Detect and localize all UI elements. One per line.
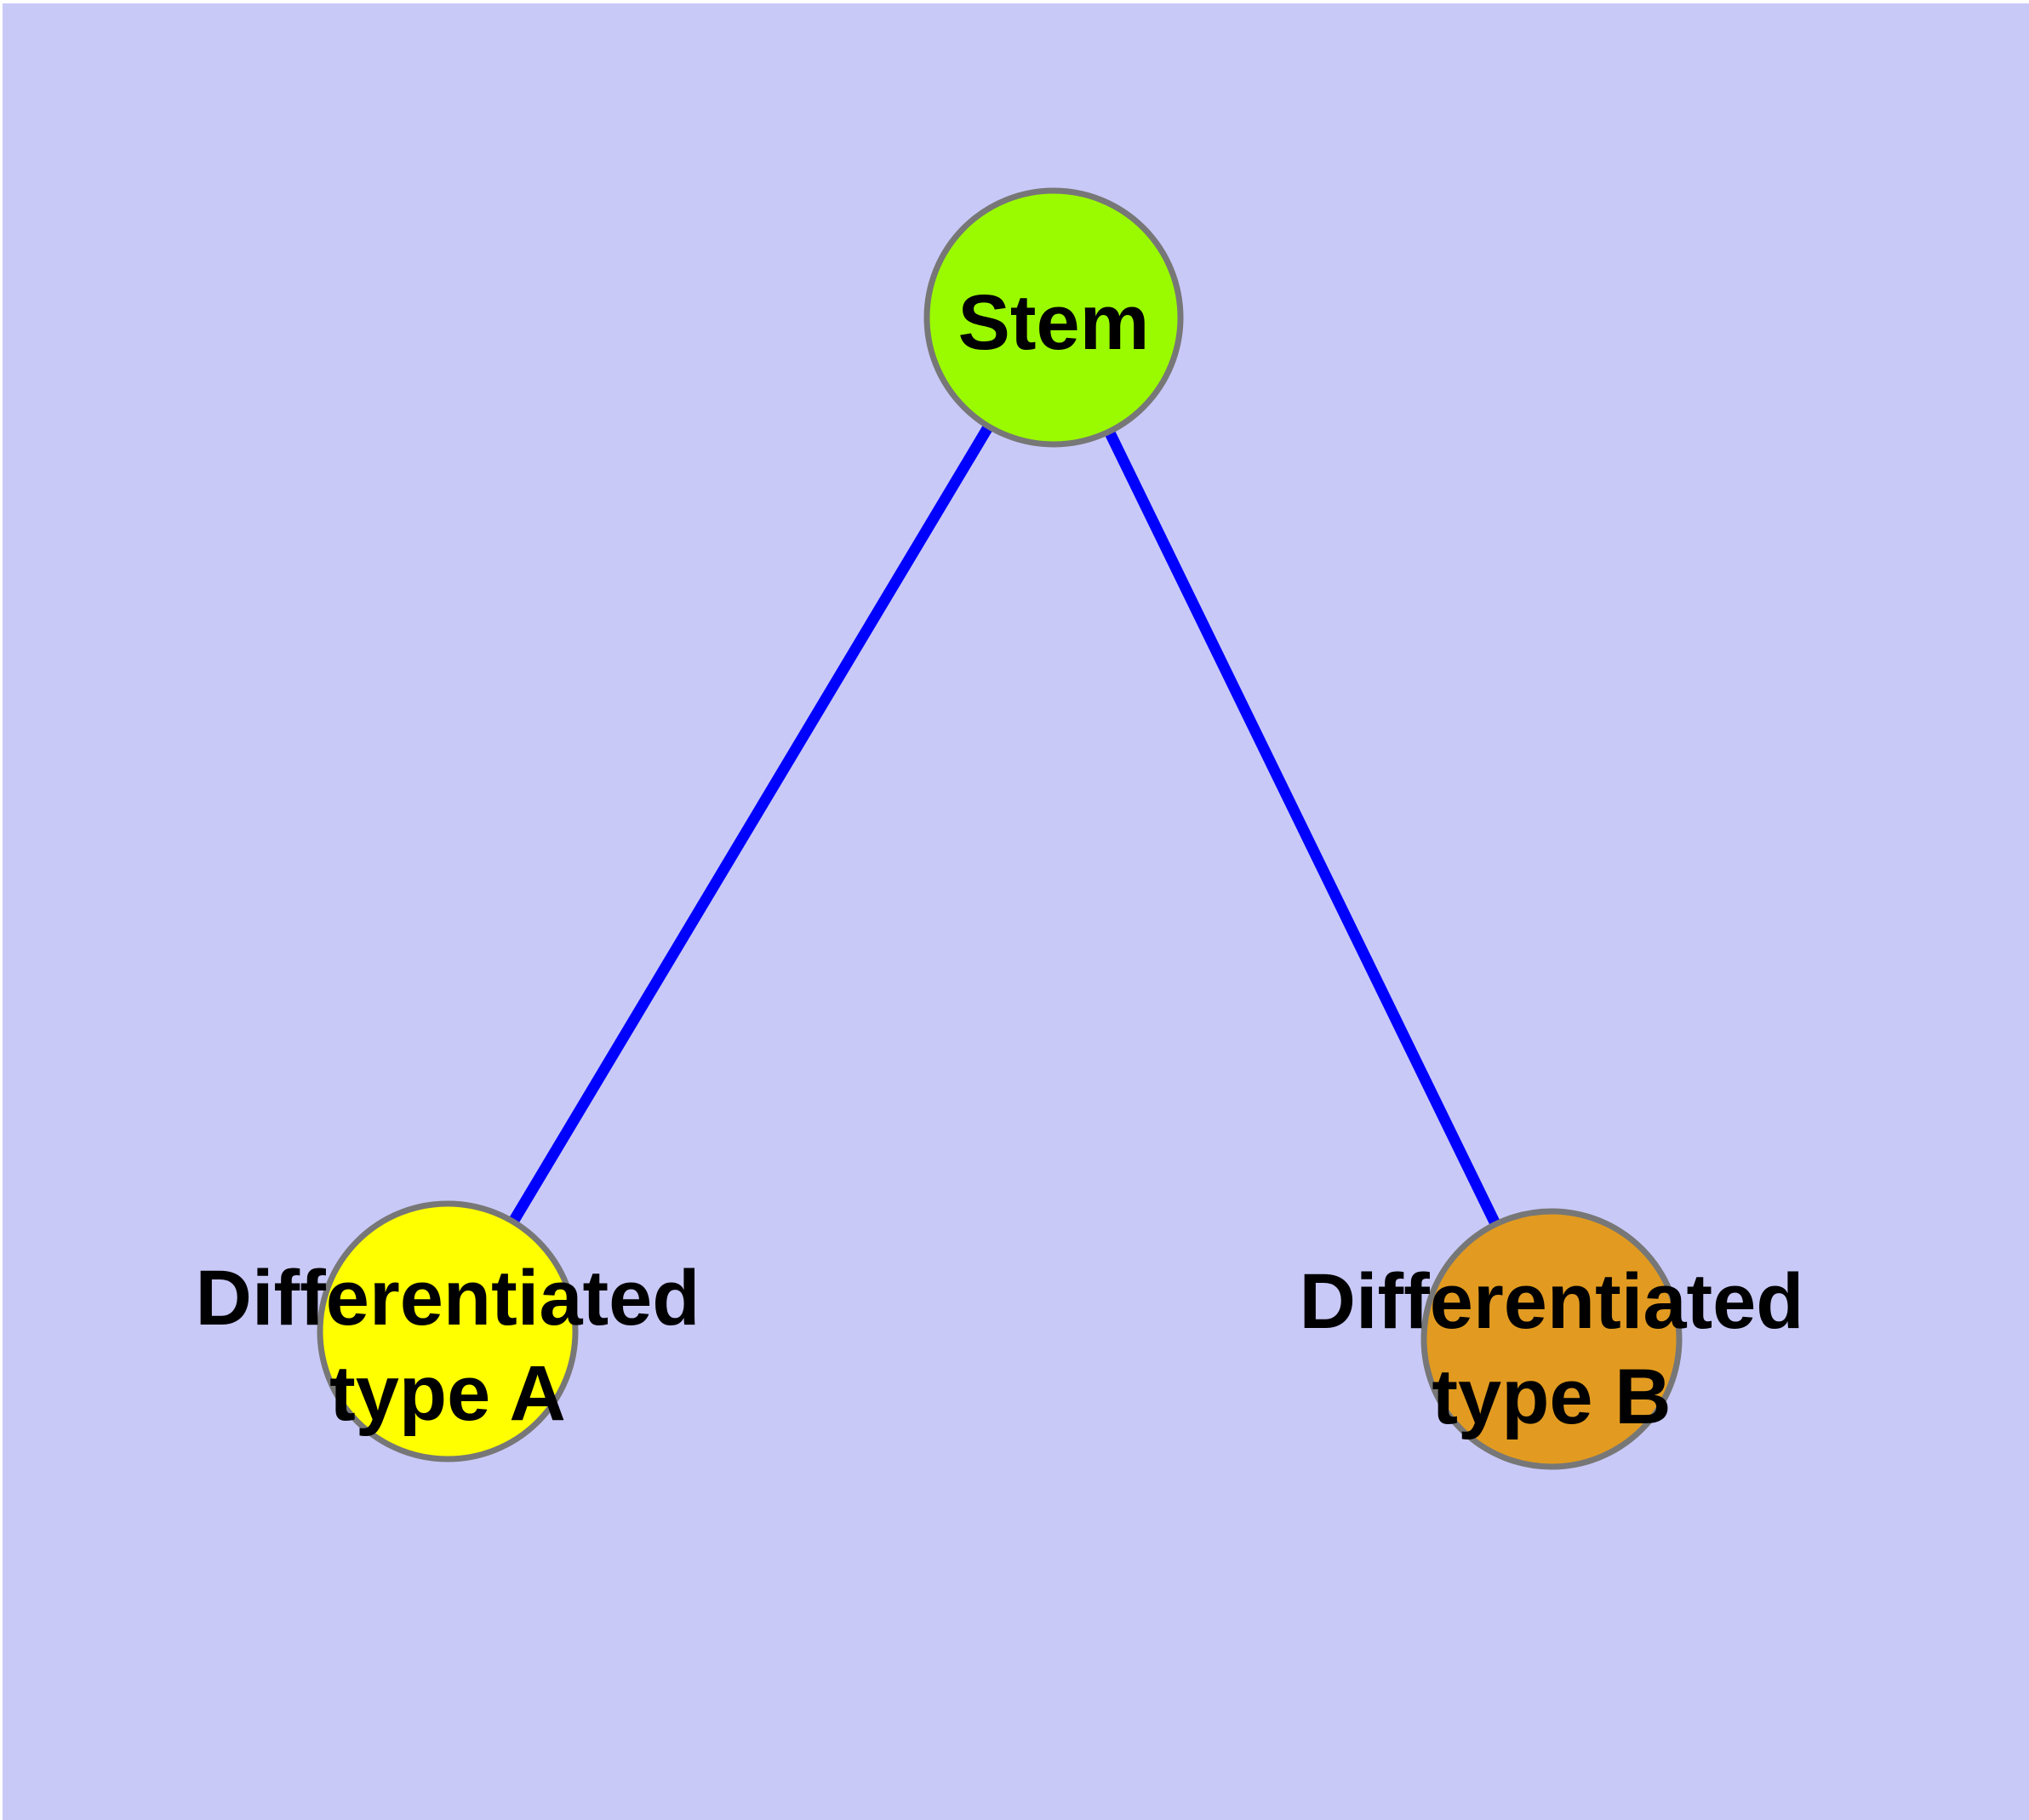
node-type-a-label-line1: Differentiated [196,1255,700,1342]
node-stem [923,187,1184,448]
edge-stem-to-type-b [1049,315,1557,1342]
node-differentiated-type-b [1420,1208,1683,1470]
node-type-b-label-line1: Differentiated [1300,1258,1804,1345]
edge-stem-to-type-a [443,314,1059,1335]
node-type-a-label-line2: type A [329,1350,566,1437]
node-type-b-label-line2: type B [1432,1354,1671,1440]
node-stem-label: Stem [958,279,1150,366]
node-differentiated-type-a [317,1200,579,1462]
